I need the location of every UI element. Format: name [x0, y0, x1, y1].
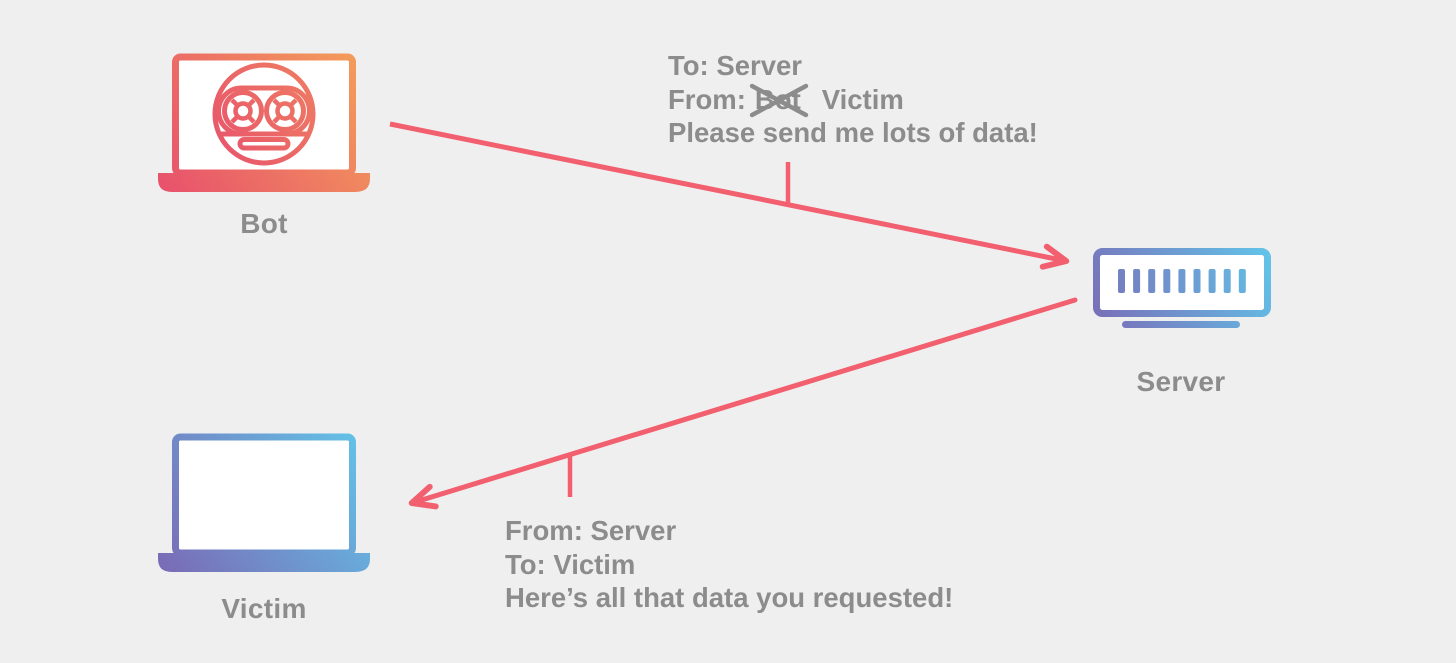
robot-face-icon [212, 62, 316, 166]
robot-eye-left [222, 90, 264, 132]
arrow-bot-to-server [389, 121, 1070, 270]
laptop-icon [158, 433, 370, 572]
request-to-line: To: Server [668, 50, 802, 81]
robot-laptop-icon [158, 53, 370, 192]
server-label: Server [1136, 366, 1226, 397]
arrow-server-to-victim [408, 297, 1078, 510]
server-vent-bars [1118, 269, 1246, 293]
response-from-line: From: Server [505, 515, 677, 546]
bot-label: Bot [240, 208, 288, 239]
request-from-prefix: From: [668, 83, 746, 115]
request-from-spoofed: Victim [821, 83, 904, 115]
request-body-line: Please send me lots of data! [668, 117, 1038, 148]
victim-label: Victim [221, 593, 307, 624]
request-message: To: Server From:Bot Victim Please send me… [668, 49, 1038, 150]
response-body-line: Here’s all that data you requested! [505, 582, 954, 613]
robot-eye-right [264, 90, 306, 132]
server-base-bar [1122, 321, 1240, 328]
request-from-line: From:Bot Victim [668, 83, 1038, 117]
response-to-line: To: Victim [505, 548, 636, 580]
crossed-out-word: Bot [749, 83, 809, 117]
server-icon [1093, 248, 1271, 328]
crossed-word-text: Bot [754, 83, 801, 115]
response-message: From: Server To: Victim Here’s all that … [505, 514, 953, 615]
